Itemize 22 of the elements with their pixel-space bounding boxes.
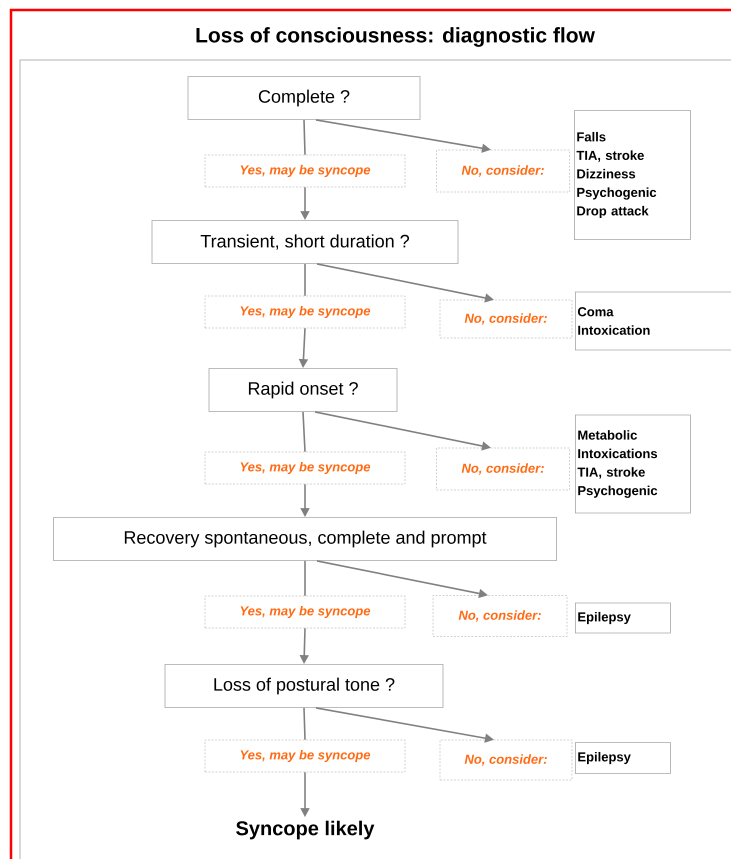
- differential-list-box: Epilepsy: [575, 602, 671, 634]
- question-box: Complete ?: [188, 76, 420, 120]
- no-label-box: No, consider:: [436, 150, 570, 192]
- differential-list-box: Falls TIA, stroke Dizziness Psychogenic Drop attack: [574, 110, 691, 240]
- yes-label-box: Yes, may be syncope: [204, 452, 406, 484]
- yes-label-box: Yes, may be syncope: [204, 296, 406, 328]
- yes-label-box: Yes, may be syncope: [204, 154, 406, 188]
- no-label-box: No, consider:: [432, 595, 568, 637]
- question-box: Loss of postural tone ?: [164, 664, 444, 708]
- differential-list-box: Epilepsy: [575, 742, 671, 774]
- yes-label-box: Yes, may be syncope: [204, 740, 406, 772]
- no-label-box: No, consider:: [440, 740, 572, 780]
- differential-list-box: Metabolic Intoxications TIA, stroke Psychogenic: [575, 414, 691, 514]
- no-label-box: No, consider:: [440, 300, 572, 338]
- question-box: Transient, short duration ?: [152, 220, 458, 264]
- yes-label-box: Yes, may be syncope: [204, 596, 406, 628]
- outcome-text: Syncope likely: [236, 820, 374, 840]
- no-label-box: No, consider:: [436, 448, 570, 490]
- title: Loss of consciousness: diagnostic flow: [196, 27, 595, 47]
- differential-list-box: Coma Intoxication: [575, 292, 731, 350]
- question-box: Recovery spontaneous, complete and prompt: [53, 517, 557, 561]
- question-box: Rapid onset ?: [208, 368, 398, 412]
